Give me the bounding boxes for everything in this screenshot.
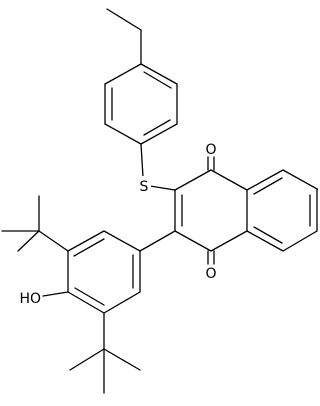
oxygen-top-label: O bbox=[205, 142, 216, 158]
ethyl-group bbox=[106, 8, 142, 65]
phenol-ring bbox=[67, 230, 141, 314]
tbu1-methyl-down bbox=[17, 230, 40, 252]
b-double-1 bbox=[253, 177, 283, 195]
tbu1-stem bbox=[38, 230, 69, 252]
q-bond-c4-c4a bbox=[210, 169, 248, 191]
b-double-3 bbox=[253, 226, 283, 244]
hydroxyl-label: HO bbox=[19, 291, 41, 307]
q-bond-c3-c4 bbox=[174, 169, 212, 191]
b-bond-5 bbox=[246, 230, 284, 252]
q-bond-c8a-c1 bbox=[210, 230, 248, 252]
tbu2-methyl-right bbox=[103, 348, 141, 371]
b-bond-1 bbox=[246, 169, 284, 191]
bond-quinone-phenol bbox=[139, 230, 176, 252]
thioether-link bbox=[140, 143, 176, 191]
tbu2-methyl-left bbox=[69, 348, 105, 371]
bond-ethyl-ch3 bbox=[106, 8, 142, 31]
p-bond-2 bbox=[67, 230, 105, 252]
bond-aryl-s bbox=[140, 143, 144, 178]
sulfur-atom-label: S bbox=[140, 179, 149, 195]
benzo-ring bbox=[246, 169, 318, 252]
ring-a-double-1 bbox=[143, 71, 172, 89]
phenyl-ring-top bbox=[104, 63, 178, 145]
oxygen-bottom-label: O bbox=[205, 266, 216, 282]
ring-a-double-2 bbox=[143, 119, 171, 136]
p-bond-5 bbox=[103, 291, 141, 314]
sulfur-label-bg bbox=[137, 176, 151, 194]
p-bond-1 bbox=[103, 230, 141, 252]
ring-a-bond-1 bbox=[140, 63, 178, 85]
ring-a-bond-6 bbox=[104, 63, 142, 85]
q-bond-c1-c2 bbox=[174, 230, 212, 252]
b-bond-4 bbox=[282, 230, 318, 252]
b-bond-2 bbox=[282, 169, 318, 191]
tert-butyl-upper bbox=[1, 195, 69, 252]
bond-c-oh bbox=[42, 291, 69, 297]
p-double-2 bbox=[74, 287, 105, 306]
p-bond-4 bbox=[67, 291, 105, 314]
tert-butyl-lower bbox=[69, 312, 141, 394]
p-double-1 bbox=[73, 238, 105, 257]
ring-a-bond-3 bbox=[140, 123, 178, 145]
bond-s-quinone bbox=[149, 185, 176, 191]
ring-a-bond-4 bbox=[104, 123, 142, 145]
naphthoquinone-core bbox=[174, 156, 248, 265]
